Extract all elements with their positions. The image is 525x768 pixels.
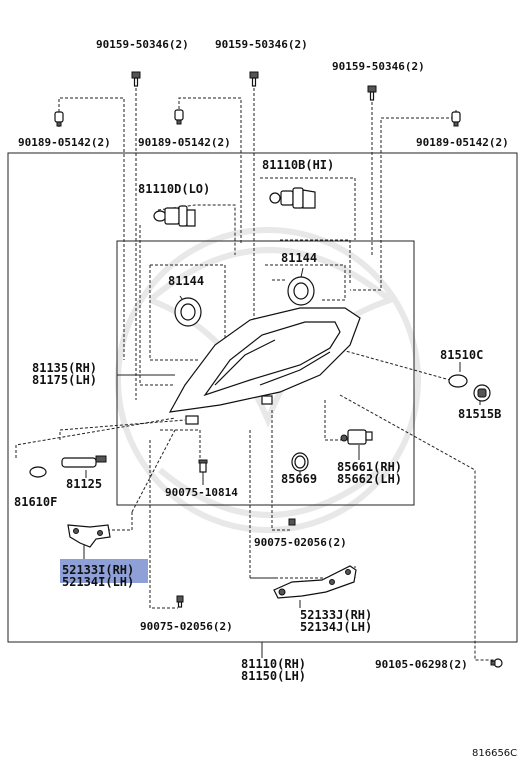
part-labels: 90159-50346(2) 90159-50346(2) 90159-5034… <box>14 38 517 759</box>
label-bracket-i-lh[interactable]: 52134I(LH) <box>62 575 134 589</box>
gasket-icon <box>291 452 309 472</box>
nut-icon <box>451 111 461 127</box>
cap-icon <box>29 466 47 478</box>
bulb-hi-icon <box>269 187 316 209</box>
figure-reference: 816656C <box>472 748 517 759</box>
label-assy-lh[interactable]: 81150(LH) <box>241 669 306 683</box>
label-cap-right[interactable]: 81144 <box>281 251 317 265</box>
label-gasket[interactable]: 85669 <box>281 472 317 486</box>
label-housing-rh[interactable]: 81135(RH) <box>32 361 97 375</box>
label-bolt-top-left[interactable]: 90159-50346(2) <box>96 38 189 51</box>
label-bracket-i-rh[interactable]: 52133I(RH) <box>62 563 134 577</box>
leveling-motor-icon <box>340 429 373 445</box>
label-screw-06298[interactable]: 90105-06298(2) <box>375 658 468 671</box>
bulb-lo-icon <box>153 205 196 227</box>
label-screw-10814[interactable]: 90075-10814 <box>165 486 238 499</box>
bulb-cap-icon <box>174 297 202 327</box>
label-screw-02056-a[interactable]: 90075-02056(2) <box>254 536 347 549</box>
cover-icon <box>448 374 468 388</box>
label-motor-rh[interactable]: 85661(RH) <box>337 460 402 474</box>
label-cap-left[interactable]: 81144 <box>168 274 204 288</box>
label-bracket-j-rh[interactable]: 52133J(RH) <box>300 608 372 622</box>
label-cover-510c[interactable]: 81510C <box>440 348 483 362</box>
label-housing-lh[interactable]: 81175(LH) <box>32 373 97 387</box>
label-adjuster[interactable]: 81125 <box>66 477 102 491</box>
bolt-icon <box>249 71 259 87</box>
label-cap-610f[interactable]: 81610F <box>14 495 57 509</box>
label-bolt-top-mid[interactable]: 90159-50346(2) <box>215 38 308 51</box>
screw-icon <box>176 595 184 608</box>
headlamp-housing-icon <box>168 307 361 425</box>
nut-icon <box>54 111 64 127</box>
inner-frame <box>116 240 415 506</box>
label-bulb-lo[interactable]: 81110D(LO) <box>138 182 210 196</box>
bolt-icon <box>367 85 377 101</box>
adjuster-icon <box>61 455 107 468</box>
part-highlight <box>60 559 148 583</box>
bracket-i-icon <box>67 524 111 548</box>
label-assy-rh[interactable]: 81110(RH) <box>241 657 306 671</box>
label-socket-515b[interactable]: 81515B <box>458 407 501 421</box>
label-motor-lh[interactable]: 85662(LH) <box>337 472 402 486</box>
bolt-icon <box>131 71 141 87</box>
label-nut-mid[interactable]: 90189-05142(2) <box>138 136 231 149</box>
label-nut-right[interactable]: 90189-05142(2) <box>416 136 509 149</box>
screw-icon <box>198 459 208 473</box>
label-nut-left[interactable]: 90189-05142(2) <box>18 136 111 149</box>
label-bracket-j-lh[interactable]: 52134J(LH) <box>300 620 372 634</box>
screw-icon <box>490 658 503 668</box>
bulb-cap-icon <box>287 276 315 306</box>
bracket-j-icon <box>273 565 357 599</box>
label-bulb-hi[interactable]: 81110B(HI) <box>262 158 334 172</box>
label-screw-02056-b[interactable]: 90075-02056(2) <box>140 620 233 633</box>
nut-icon <box>174 109 184 125</box>
label-bolt-top-right[interactable]: 90159-50346(2) <box>332 60 425 73</box>
screw-icon <box>288 518 296 526</box>
socket-icon <box>473 384 491 402</box>
